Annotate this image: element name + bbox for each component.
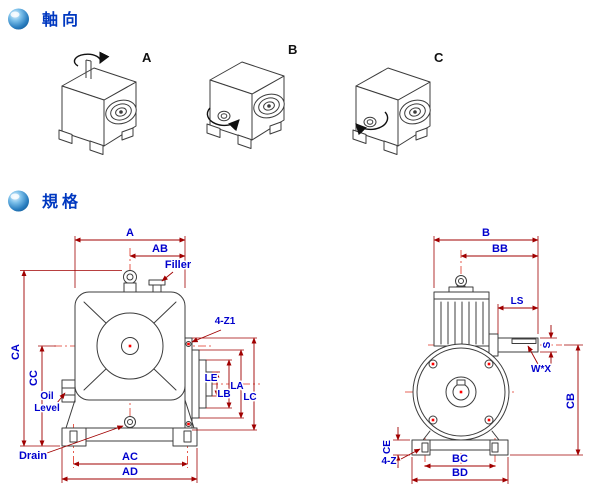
- section-bullet-icon: [8, 8, 29, 30]
- dim-label-4Z: 4-Z: [382, 456, 397, 467]
- rotation-arrow-a: [73, 51, 110, 67]
- dim-label-AC: AC: [122, 451, 138, 463]
- dim-label-B: B: [482, 227, 490, 239]
- front-view-hole-markers: [128, 342, 190, 426]
- annotation-filler: Filler: [165, 259, 192, 271]
- spec-section-title: 規格: [42, 192, 82, 211]
- dim-label-A: A: [126, 227, 134, 239]
- dim-label-CC: CC: [28, 370, 40, 386]
- front-view-dimensions: [20, 236, 257, 483]
- dim-label-AD: AD: [122, 466, 138, 478]
- rotation-arrow-c: [355, 111, 389, 136]
- dim-label-S: S: [542, 341, 553, 348]
- bullet-highlight: [10, 11, 20, 18]
- side-view-dimensions: [393, 236, 583, 484]
- dim-label-LB: LB: [217, 389, 230, 400]
- dim-label-LS: LS: [511, 296, 524, 307]
- front-view-labels: A AB Filler CA CC Oil Level Drain AC AD …: [9, 226, 259, 480]
- variant-label-c: C: [434, 50, 444, 65]
- dim-label-CE: CE: [382, 440, 393, 454]
- dim-label-LC: LC: [243, 392, 256, 403]
- dim-label-LE: LE: [205, 373, 218, 384]
- bullet-highlight: [10, 193, 20, 200]
- annotation-drain: Drain: [19, 450, 47, 462]
- side-view-hole-markers: [431, 362, 491, 422]
- annotation-keyway: W*X: [531, 364, 551, 375]
- dim-label-BB: BB: [492, 243, 508, 255]
- section-bullet-icon: [8, 190, 29, 212]
- axial-variants: A B C: [58, 42, 444, 155]
- variant-label-a: A: [142, 50, 152, 65]
- axial-drawing-c: C: [352, 50, 444, 155]
- axial-drawing-b: B: [206, 42, 297, 149]
- variant-label-b: B: [288, 42, 297, 57]
- axial-section-title: 軸向: [42, 10, 82, 29]
- side-view: B BB LS S W*X CB CE 4-Z BC BD: [380, 226, 583, 484]
- dim-label-CA: CA: [10, 344, 22, 360]
- annotation-oil-level-1: Oil: [40, 391, 54, 402]
- axial-section-header: 軸向: [8, 8, 82, 30]
- dim-label-AB: AB: [152, 243, 168, 255]
- side-view-labels: B BB LS S W*X CB CE 4-Z BC BD: [380, 226, 579, 481]
- axial-drawing-a: A: [58, 50, 152, 155]
- front-view: A AB Filler CA CC Oil Level Drain AC AD …: [9, 226, 260, 483]
- dim-label-BD: BD: [452, 467, 468, 479]
- annotation-oil-level-2: Level: [34, 403, 60, 414]
- rotation-arrow-b: [206, 107, 240, 132]
- dim-label-4Z1: 4-Z1: [215, 316, 236, 327]
- dim-label-BC: BC: [452, 453, 468, 465]
- spec-section-header: 規格: [8, 190, 82, 212]
- front-view-drawing: [61, 270, 213, 447]
- dim-label-CB: CB: [565, 393, 577, 409]
- dim-label-LA: LA: [230, 381, 243, 392]
